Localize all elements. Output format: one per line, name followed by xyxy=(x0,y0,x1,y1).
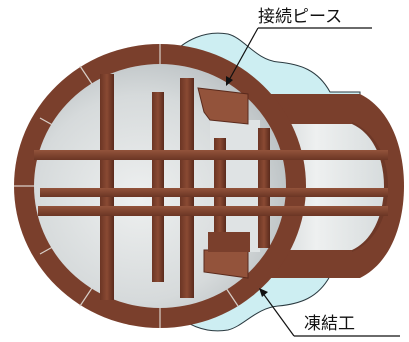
leader-line-freezing-work-arrow xyxy=(261,291,295,337)
beam xyxy=(34,150,388,160)
horizontal-beams xyxy=(34,150,388,216)
label-freezing-work: 凍結工 xyxy=(304,314,355,334)
beam xyxy=(40,188,388,197)
connecting-piece xyxy=(197,87,250,279)
vertical-posts xyxy=(100,74,270,300)
leader-line-connecting-piece-arrow xyxy=(227,27,259,83)
post xyxy=(152,92,164,282)
leader-lines xyxy=(226,27,400,337)
label-connecting-piece: 接続ピース xyxy=(258,7,343,27)
post xyxy=(100,74,114,300)
beam xyxy=(38,206,388,216)
